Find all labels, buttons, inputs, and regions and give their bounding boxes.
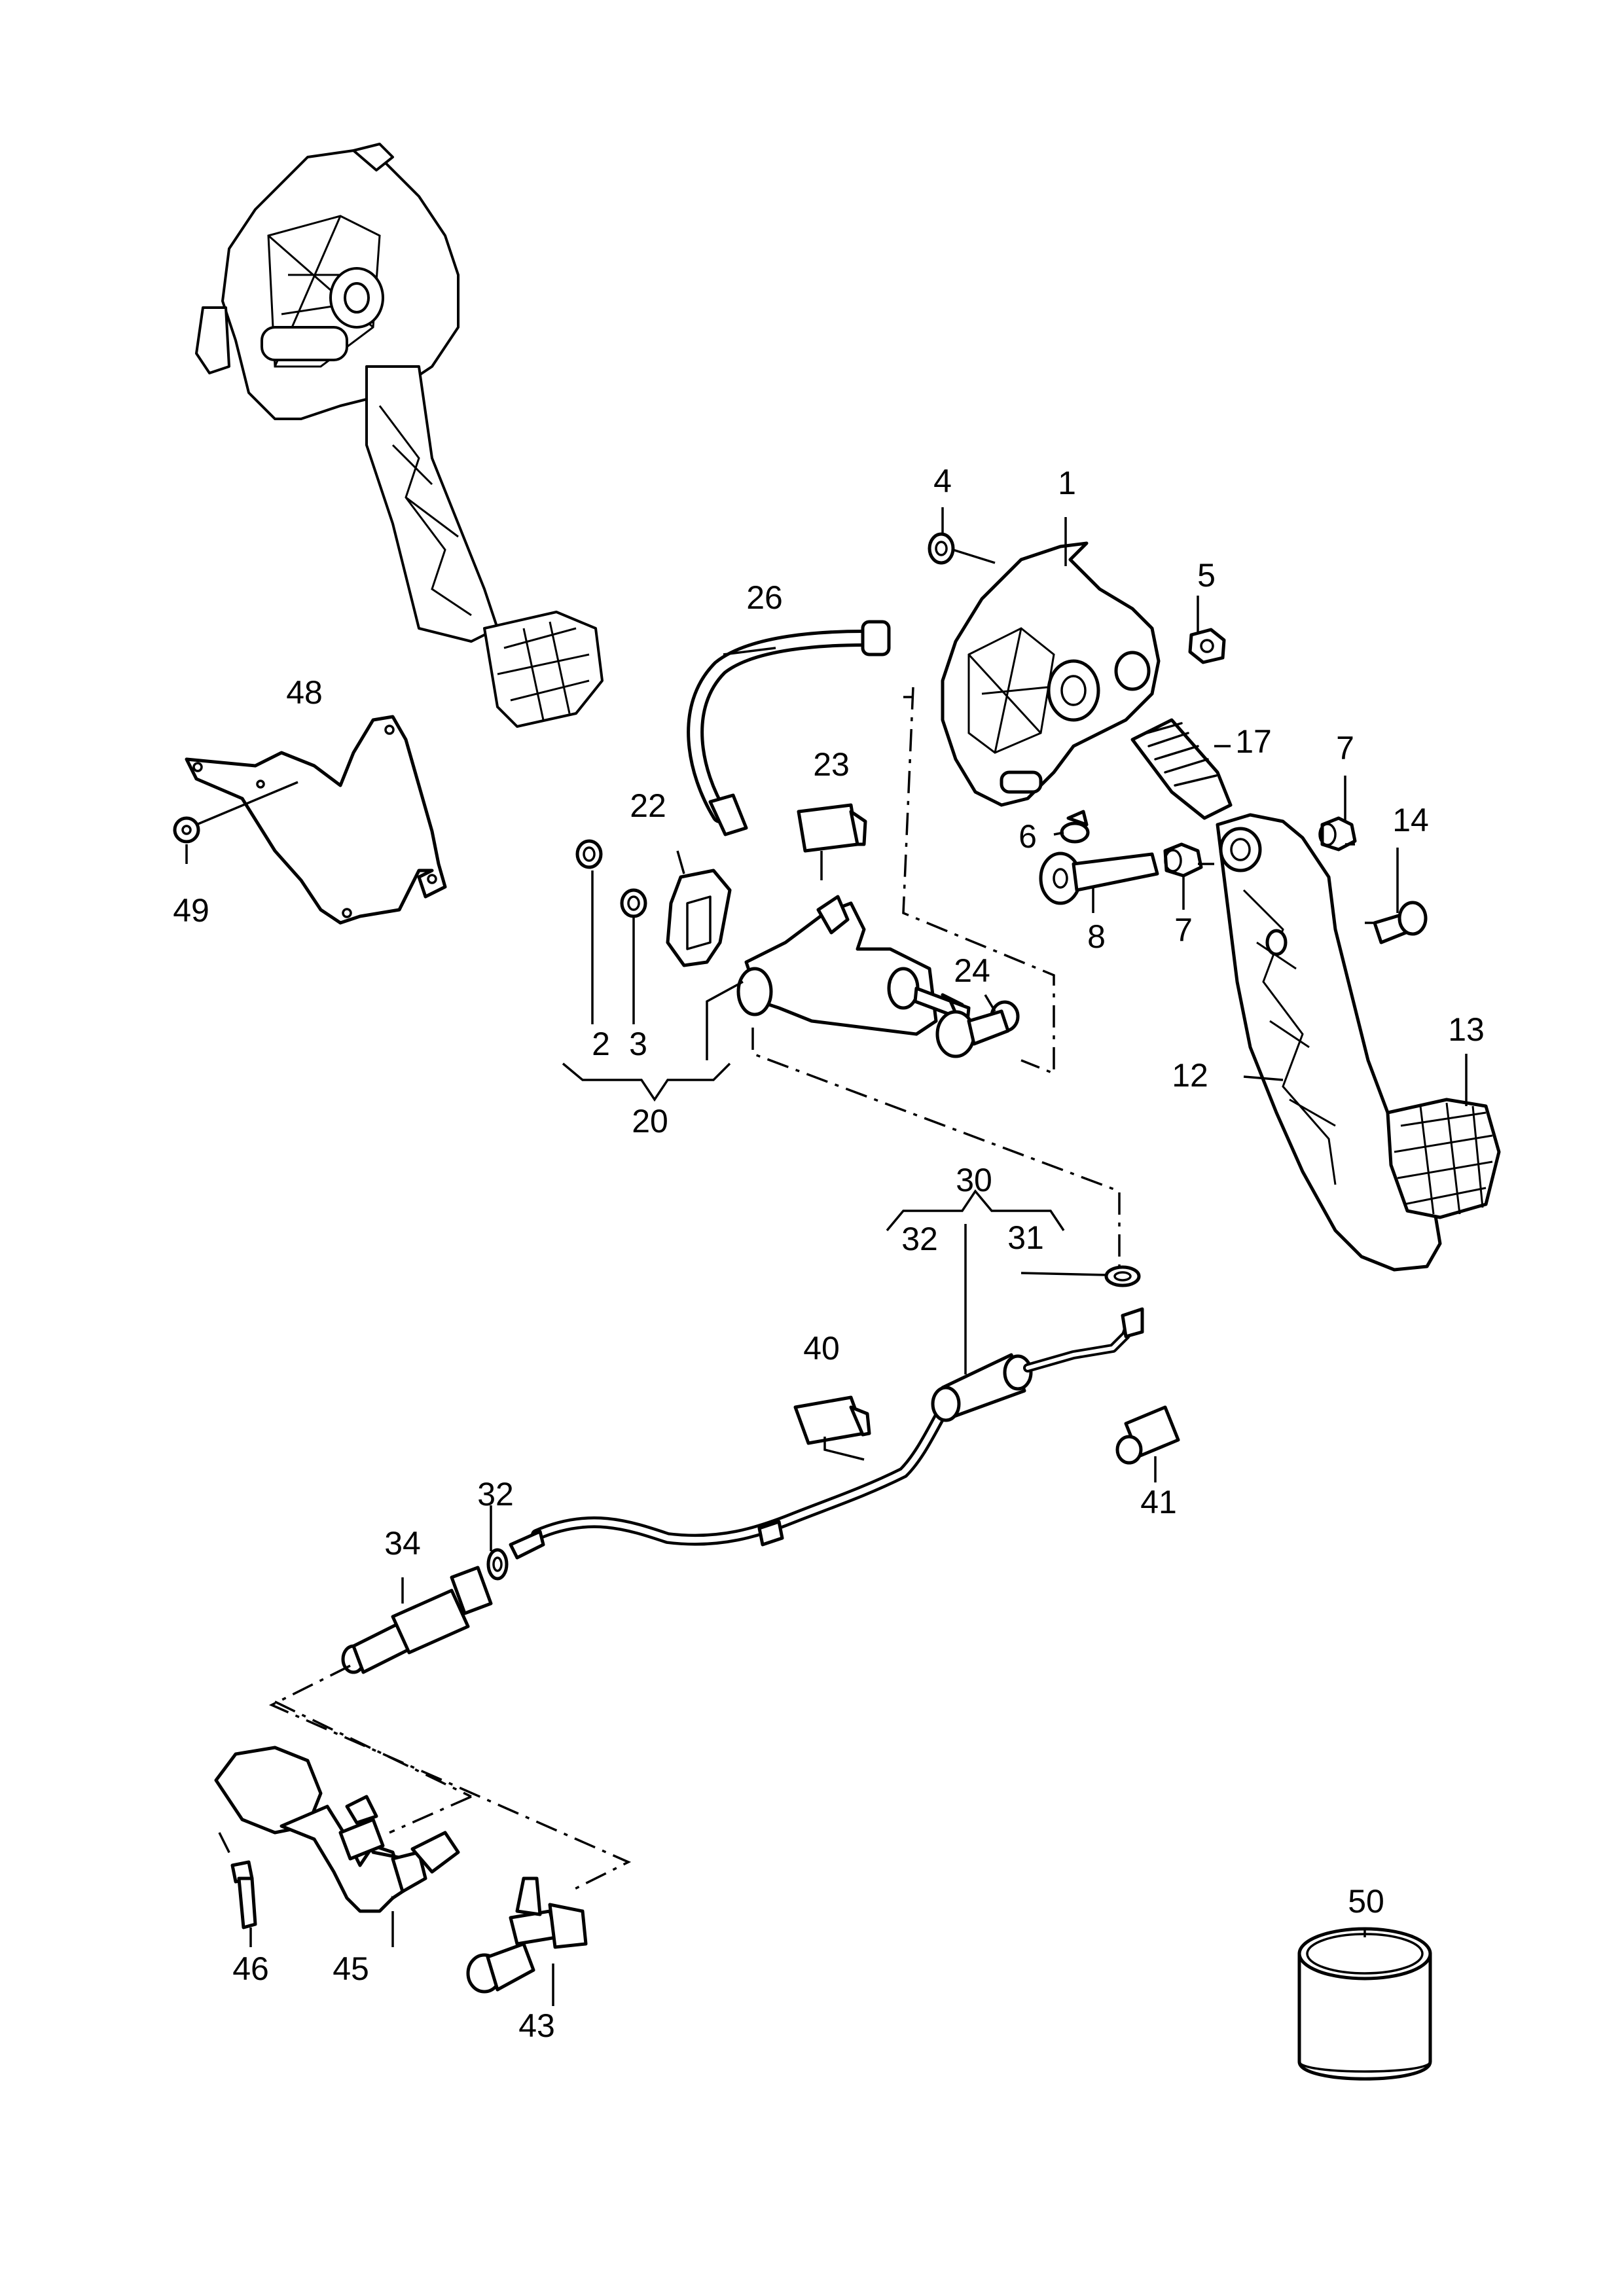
callout-13: 13 xyxy=(1448,1011,1485,1048)
part-4-bushing xyxy=(928,532,955,565)
part-12-pedal-lever xyxy=(1216,813,1442,1272)
part-5-nut xyxy=(1188,628,1226,664)
part-20-master-cylinder xyxy=(736,895,971,1036)
part-7-bushing-upper xyxy=(1318,816,1357,852)
callout-48: 48 xyxy=(286,674,323,711)
leader-lines xyxy=(185,507,1468,2006)
part-26-hose xyxy=(687,620,891,836)
callout-49: 49 xyxy=(173,892,209,929)
callout-7-upper: 7 xyxy=(1336,730,1354,766)
part-22-gasket xyxy=(666,869,732,967)
part-48-bracket xyxy=(185,715,447,925)
callout-30: 30 xyxy=(956,1162,992,1198)
callout-4: 4 xyxy=(933,463,952,499)
assembled-pedal-illustration xyxy=(195,143,604,728)
part-3-bushing xyxy=(620,888,647,918)
part-46-bolt xyxy=(230,1860,257,1929)
part-40-clip xyxy=(793,1395,871,1445)
part-1-pedal-bracket xyxy=(941,541,1161,807)
callout-46: 46 xyxy=(232,1950,269,1987)
callout-14: 14 xyxy=(1392,802,1429,838)
part-7-bushing-lower xyxy=(1163,842,1203,878)
assembly-dash-lines xyxy=(218,687,1355,1893)
callout-17: 17 xyxy=(1235,723,1272,760)
callout-8: 8 xyxy=(1087,918,1106,955)
part-8-pivot-bolt xyxy=(1039,852,1159,905)
callout-32-lower: 32 xyxy=(477,1476,514,1513)
callout-3: 3 xyxy=(629,1026,647,1062)
callout-24: 24 xyxy=(954,952,990,989)
part-13-pedal-pad xyxy=(1386,1098,1501,1219)
part-34-connector xyxy=(341,1566,493,1674)
callout-50: 50 xyxy=(1348,1883,1384,1920)
part-50-ring xyxy=(1297,1927,1432,2081)
callout-22: 22 xyxy=(630,787,666,824)
part-2-bushing xyxy=(575,839,603,869)
callout-12: 12 xyxy=(1172,1057,1208,1094)
part-17-boot xyxy=(1130,718,1233,820)
callout-43: 43 xyxy=(518,2007,555,2044)
callout-23: 23 xyxy=(813,746,850,783)
part-32-o-ring xyxy=(486,1548,509,1581)
callout-7-lower: 7 xyxy=(1174,912,1193,948)
callout-40: 40 xyxy=(803,1330,840,1367)
callout-6: 6 xyxy=(1019,818,1037,855)
callout-45: 45 xyxy=(333,1950,369,1987)
part-6-clip xyxy=(1060,810,1090,844)
part-31-o-ring xyxy=(1104,1265,1141,1287)
callout-labels: 1 4 5 26 48 17 7 23 22 14 6 49 7 8 24 13… xyxy=(173,463,1485,2044)
part-14-bolt xyxy=(1373,901,1428,944)
callout-31: 31 xyxy=(1007,1219,1044,1256)
callout-20: 20 xyxy=(632,1103,668,1139)
callout-26: 26 xyxy=(746,579,783,616)
part-24-seal xyxy=(935,1000,1020,1058)
part-45-slave-pipe xyxy=(214,1746,460,1913)
callout-2: 2 xyxy=(592,1026,610,1062)
part-23-clip xyxy=(797,803,867,853)
callout-34: 34 xyxy=(384,1525,421,1562)
part-49-washer xyxy=(173,816,200,844)
part-43-t-fitting xyxy=(466,1876,588,1994)
callout-32-upper: 32 xyxy=(901,1221,938,1257)
callout-5: 5 xyxy=(1197,557,1216,594)
part-41-holder xyxy=(1115,1405,1180,1465)
callout-41: 41 xyxy=(1140,1484,1177,1520)
callout-1: 1 xyxy=(1058,465,1076,501)
